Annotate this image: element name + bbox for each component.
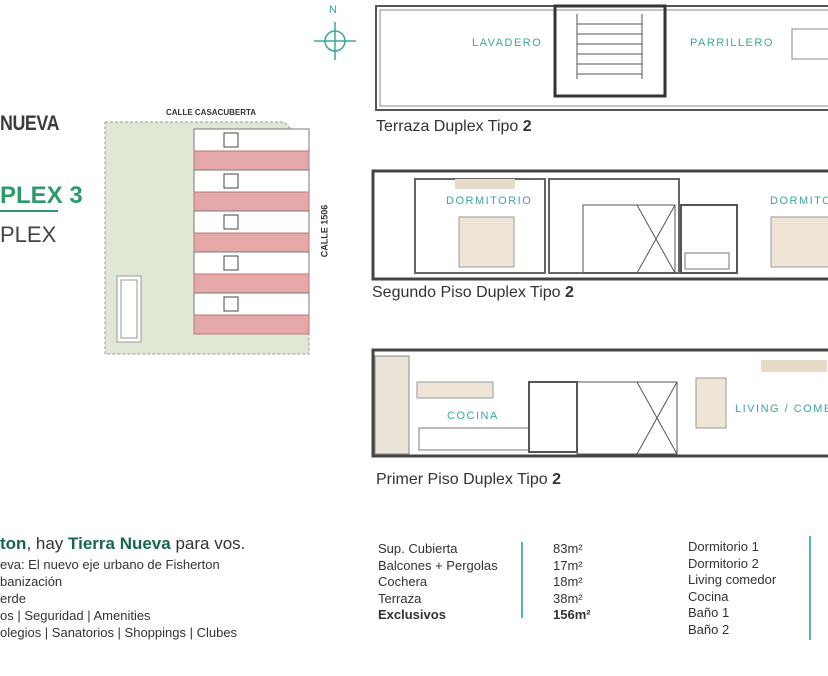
compass-icon [314,22,356,60]
street-top-label: CALLE CASACUBERTA [166,108,257,117]
room-label: COCINA [447,410,499,422]
street-right-label: CALLE 1506 [319,204,330,258]
unit-block [193,251,310,275]
plan-title: Primer Piso Duplex Tipo 2 [376,471,561,488]
room-label: LAVADERO [472,37,543,49]
room-label: DORMITO [770,195,828,207]
product-type: PLEX [0,222,57,247]
surface-label: Cochera [378,574,428,589]
feature-line: olegios | Sanatorios | Shoppings | Clube… [0,625,238,640]
room-list-item: Cocina [688,588,729,604]
room-label: LIVING / COME [735,403,828,415]
table-divider [521,542,523,618]
plan-title: Segundo Piso Duplex Tipo 2 [372,284,574,301]
surface-value: 83m² [553,541,583,556]
feature-line: os | Seguridad | Amenities [0,608,151,623]
feature-line: eva: El nuevo eje urbano de Fisherton [0,557,220,572]
rooms-divider [809,536,811,640]
surface-value: 156m² [553,607,591,622]
second-floor-plan [371,169,828,281]
logo-divider [0,210,58,212]
room-list-item: Living comedor [688,572,777,587]
surface-label: Terraza [378,590,422,606]
site-plan [104,121,310,355]
terrace-floor-plan [375,4,828,111]
room-list-item: Baño 2 [688,621,730,637]
unit-block [193,128,310,152]
brand-name: NUEVA [0,112,60,135]
surface-label: Sup. Cubierta [378,541,458,556]
plan-title: Terraza Duplex Tipo 2 [376,118,532,135]
product-name: PLEX 3 [0,182,83,209]
surface-value: 18m² [553,574,583,589]
feature-line: banización [0,574,63,589]
unit-balcony [193,314,310,335]
surface-label: Balcones + Pergolas [378,557,498,573]
room-list-item: Dormitorio 1 [688,539,759,554]
unit-block [193,210,310,234]
surface-label: Exclusivos [378,607,446,622]
compass-label: N [329,4,337,16]
unit-balcony [193,232,310,253]
unit-balcony [193,150,310,171]
unit-balcony [193,191,310,212]
surface-value: 17m² [553,557,583,573]
headline: ton, hay Tierra Nueva para vos. [0,534,246,553]
unit-block [193,169,310,193]
room-label: DORMITORIO [446,195,533,207]
unit-block [193,292,310,316]
feature-line: erde [0,591,27,606]
unit-balcony [193,273,310,294]
room-label: PARRILLERO [690,37,774,49]
room-list-item: Dormitorio 2 [688,555,759,571]
room-list-item: Baño 1 [688,605,730,620]
surface-value: 38m² [553,590,583,606]
first-floor-plan [371,348,828,458]
